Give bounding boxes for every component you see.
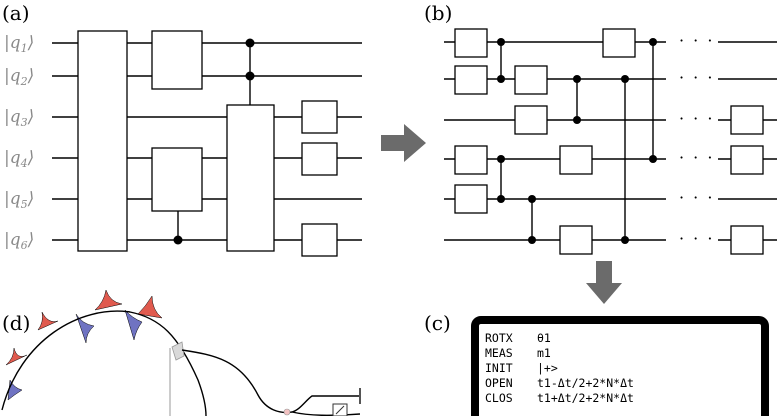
svg-text:θ1: θ1 xyxy=(537,331,551,345)
svg-text:|q4⟩: |q4⟩ xyxy=(4,148,34,170)
control-dot xyxy=(649,155,657,163)
gate-box xyxy=(151,147,203,212)
svg-text:ROTX: ROTX xyxy=(485,331,513,345)
code-box xyxy=(471,316,769,416)
svg-text:t1+Δt/2+2*N*Δt: t1+Δt/2+2*N*Δt xyxy=(537,391,634,405)
gate-box xyxy=(514,65,548,95)
ellipsis: · · · xyxy=(679,109,714,128)
panel-d: (d) xyxy=(1,289,361,416)
ellipsis: · · · xyxy=(679,148,714,167)
gate-box xyxy=(514,105,548,135)
panel-a: (a) |q1⟩ |q2⟩ |q3⟩ |q4⟩ |q5⟩ |q6⟩ xyxy=(2,1,362,257)
panel-d-label: (d) xyxy=(2,311,30,335)
gate-box xyxy=(301,223,338,257)
control-dot xyxy=(497,75,505,83)
svg-text:|q3⟩: |q3⟩ xyxy=(4,107,34,129)
gate-box xyxy=(730,145,764,175)
gate-box xyxy=(151,30,203,90)
control-dot xyxy=(173,235,183,245)
ring-arc xyxy=(1,310,207,416)
control-lines-b xyxy=(500,42,654,240)
svg-text:t1-Δt/2+2*N*Δt: t1-Δt/2+2*N*Δt xyxy=(537,376,634,390)
gate-box xyxy=(730,105,764,135)
wires-b xyxy=(444,41,777,241)
arrow-down xyxy=(586,261,622,304)
waveguide xyxy=(181,349,360,414)
svg-text:|+>: |+> xyxy=(537,361,558,375)
svg-text:OPEN: OPEN xyxy=(485,376,513,390)
gate-box xyxy=(559,145,593,175)
waveguide-lower xyxy=(291,411,361,416)
gate-box xyxy=(454,145,488,175)
qubit-label-5: |q5⟩ xyxy=(4,189,34,211)
control-dot xyxy=(528,195,536,203)
control-dot xyxy=(245,71,255,81)
gate-box xyxy=(301,142,338,176)
code-line: ROTX θ1 xyxy=(485,331,551,345)
control-dot xyxy=(573,75,581,83)
code-line: INIT |+> xyxy=(485,361,558,375)
control-dot xyxy=(573,116,581,124)
control-dot xyxy=(245,38,255,48)
ellipsis: · · · xyxy=(679,188,714,207)
pulse-peaks xyxy=(5,289,163,401)
control-dot xyxy=(528,236,536,244)
arrow-right xyxy=(381,124,426,162)
control-dot xyxy=(621,75,629,83)
panel-b: (b) xyxy=(424,1,777,255)
panel-c-label: (c) xyxy=(424,311,451,335)
panel-b-label: (b) xyxy=(424,1,452,25)
control-dot xyxy=(497,195,505,203)
ellipsis: · · · xyxy=(679,68,714,87)
qubit-label-3: |q3⟩ xyxy=(4,107,34,129)
code-line: CLOS t1+Δt/2+2*N*Δt xyxy=(485,391,634,405)
qubit-label-2: |q2⟩ xyxy=(4,66,34,88)
code-line: OPEN t1-Δt/2+2*N*Δt xyxy=(485,376,634,390)
coupler xyxy=(171,341,185,361)
gate-box xyxy=(301,100,338,134)
svg-text:|q5⟩: |q5⟩ xyxy=(4,189,34,211)
panel-c: (c) ROTX θ1 MEAS m1 INIT |+> OPEN t1-Δt/… xyxy=(424,311,769,416)
gate-box xyxy=(226,104,275,252)
svg-text:m1: m1 xyxy=(537,346,551,360)
gate-box xyxy=(77,30,128,252)
control-dot xyxy=(649,38,657,46)
detector-mark xyxy=(335,405,345,415)
gate-box xyxy=(559,225,593,255)
gate-box xyxy=(602,28,636,58)
gate-box xyxy=(454,65,488,95)
svg-text:INIT: INIT xyxy=(485,361,513,375)
qubit-label-4: |q4⟩ xyxy=(4,148,34,170)
gate-box xyxy=(454,184,488,214)
control-dot xyxy=(497,155,505,163)
junction xyxy=(283,408,291,416)
qubit-label-6: |q6⟩ xyxy=(4,230,34,252)
gate-box xyxy=(454,28,488,58)
svg-text:CLOS: CLOS xyxy=(485,391,513,405)
ellipsis: · · · xyxy=(679,229,714,248)
gate-box xyxy=(730,225,764,255)
ellipsis: · · · xyxy=(679,31,714,50)
svg-text:|q2⟩: |q2⟩ xyxy=(4,66,34,88)
svg-text:MEAS: MEAS xyxy=(485,346,513,360)
panel-a-label: (a) xyxy=(2,1,30,25)
svg-text:|q1⟩: |q1⟩ xyxy=(4,33,34,55)
svg-text:|q6⟩: |q6⟩ xyxy=(4,230,34,252)
control-dot xyxy=(621,236,629,244)
code-line: MEAS m1 xyxy=(485,346,551,360)
qubit-label-1: |q1⟩ xyxy=(4,33,34,55)
control-dot xyxy=(497,38,505,46)
